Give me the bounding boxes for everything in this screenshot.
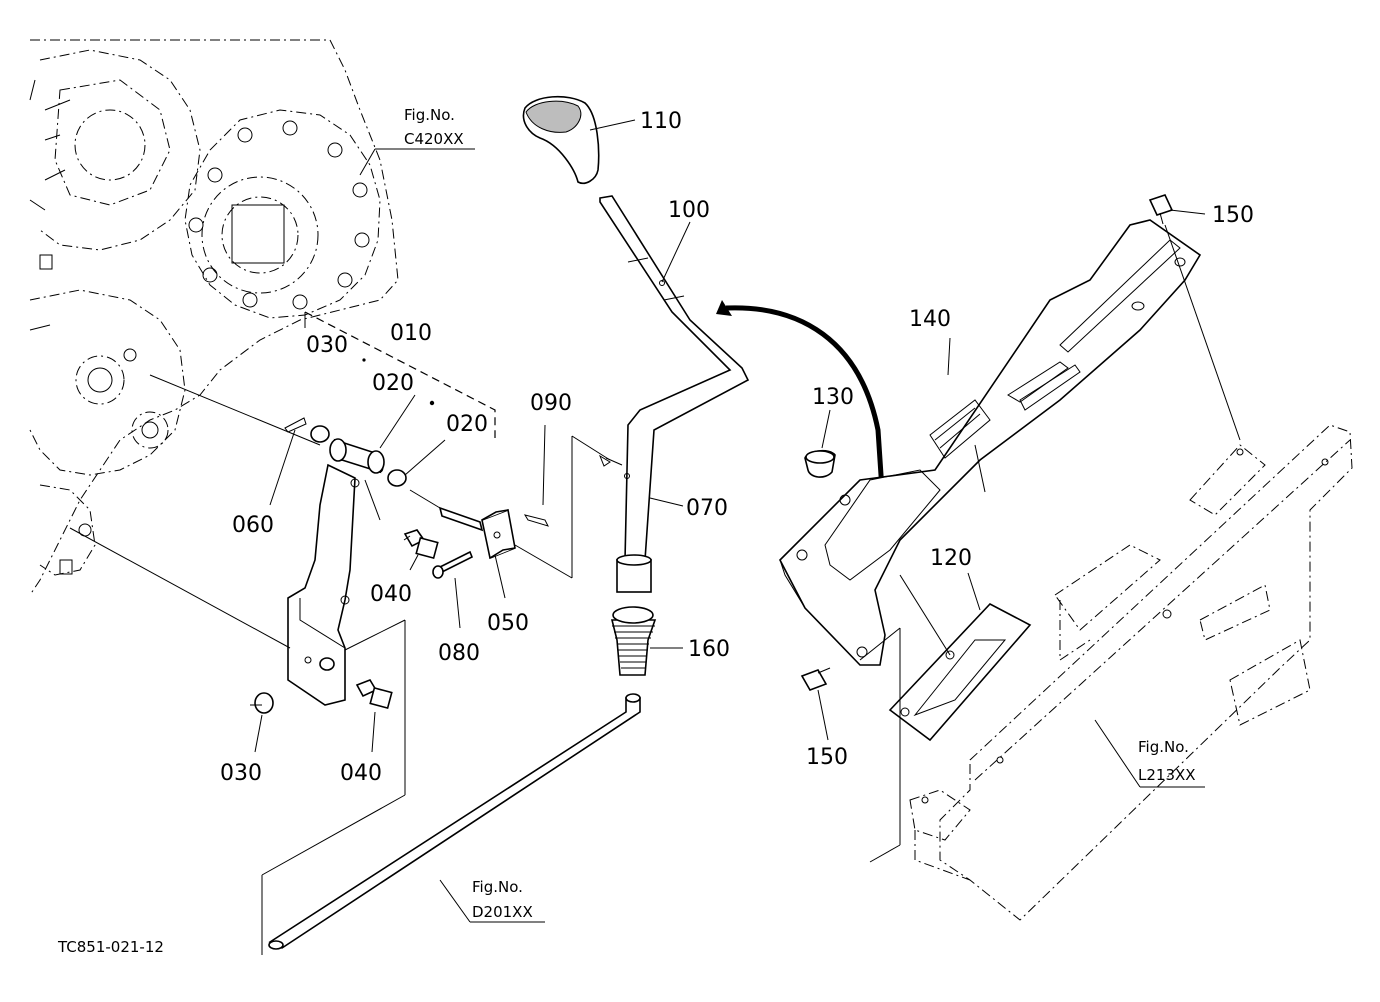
- part-label-010: 010: [390, 321, 432, 346]
- plate-120: [888, 603, 1032, 742]
- part-label-090: 090: [530, 391, 572, 416]
- bushing-020-lower: [387, 469, 407, 487]
- pin-060: [284, 417, 307, 433]
- boss-tube: [329, 438, 385, 474]
- pin-090: [523, 514, 549, 527]
- part-label-160: 160: [688, 637, 730, 662]
- part-label-040-upper: 040: [370, 582, 412, 607]
- fig-ref-label: Fig.No.: [1138, 738, 1189, 756]
- part-label-100: 100: [668, 198, 710, 223]
- part-number-labels: 110 100 070 160 150 140 130 120 150 030 …: [220, 109, 1254, 786]
- transmission-housing: [29, 39, 399, 596]
- fig-ref-code: D201XX: [472, 903, 533, 921]
- lever-collar: [616, 554, 652, 593]
- part-label-030-upper: 030: [306, 333, 348, 358]
- part-label-130: 130: [812, 385, 854, 410]
- fig-ref-label: Fig.No.: [472, 878, 523, 896]
- part-label-110: 110: [640, 109, 682, 134]
- fig-ref-label: Fig.No.: [404, 106, 455, 124]
- part-label-140: 140: [909, 307, 951, 332]
- leader-lines: [69, 119, 1241, 955]
- clevis-050: [438, 506, 516, 560]
- shift-knob-110: [522, 95, 600, 185]
- figure-ref-l213xx: Fig.No. L213XX: [1138, 738, 1196, 784]
- figure-ref-c420xx: Fig.No. C420XX: [404, 106, 464, 148]
- part-label-070: 070: [686, 496, 728, 521]
- dot-marker-upper: [362, 358, 366, 362]
- diagram-code: TC851-021-12: [57, 938, 164, 956]
- fig-ref-code: C420XX: [404, 130, 464, 148]
- bolt-040-upper: [403, 529, 439, 560]
- guide-plate-140: [779, 219, 1202, 666]
- bushing-020-upper: [310, 425, 330, 443]
- bolt-150-upper: [1148, 194, 1174, 225]
- group-bracket-010: [304, 311, 496, 438]
- fig-ref-code: L213XX: [1138, 766, 1196, 784]
- part-label-150-lower: 150: [806, 745, 848, 770]
- part-label-050: 050: [487, 611, 529, 636]
- bolt-040-lower: [355, 679, 393, 710]
- lower-rod: [268, 693, 641, 950]
- part-label-120: 120: [930, 546, 972, 571]
- figure-ref-d201xx: Fig.No. D201XX: [472, 878, 533, 921]
- dot-marker-lower: [429, 400, 435, 406]
- part-label-060: 060: [232, 513, 274, 538]
- part-label-030-lower: 030: [220, 761, 262, 786]
- bolt-150-lower: [800, 667, 831, 691]
- part-label-040-lower: 040: [340, 761, 382, 786]
- bushing-030: [254, 692, 274, 714]
- part-label-020-upper: 020: [372, 371, 414, 396]
- frame-l213xx: [909, 424, 1353, 921]
- knob-130: [804, 449, 836, 478]
- part-label-020-lower: 020: [446, 412, 488, 437]
- clevis-pin-080: [432, 550, 474, 579]
- part-label-150-upper: 150: [1212, 203, 1254, 228]
- rubber-boot-160: [610, 606, 657, 676]
- part-label-080: 080: [438, 641, 480, 666]
- lever-arm: [287, 463, 360, 706]
